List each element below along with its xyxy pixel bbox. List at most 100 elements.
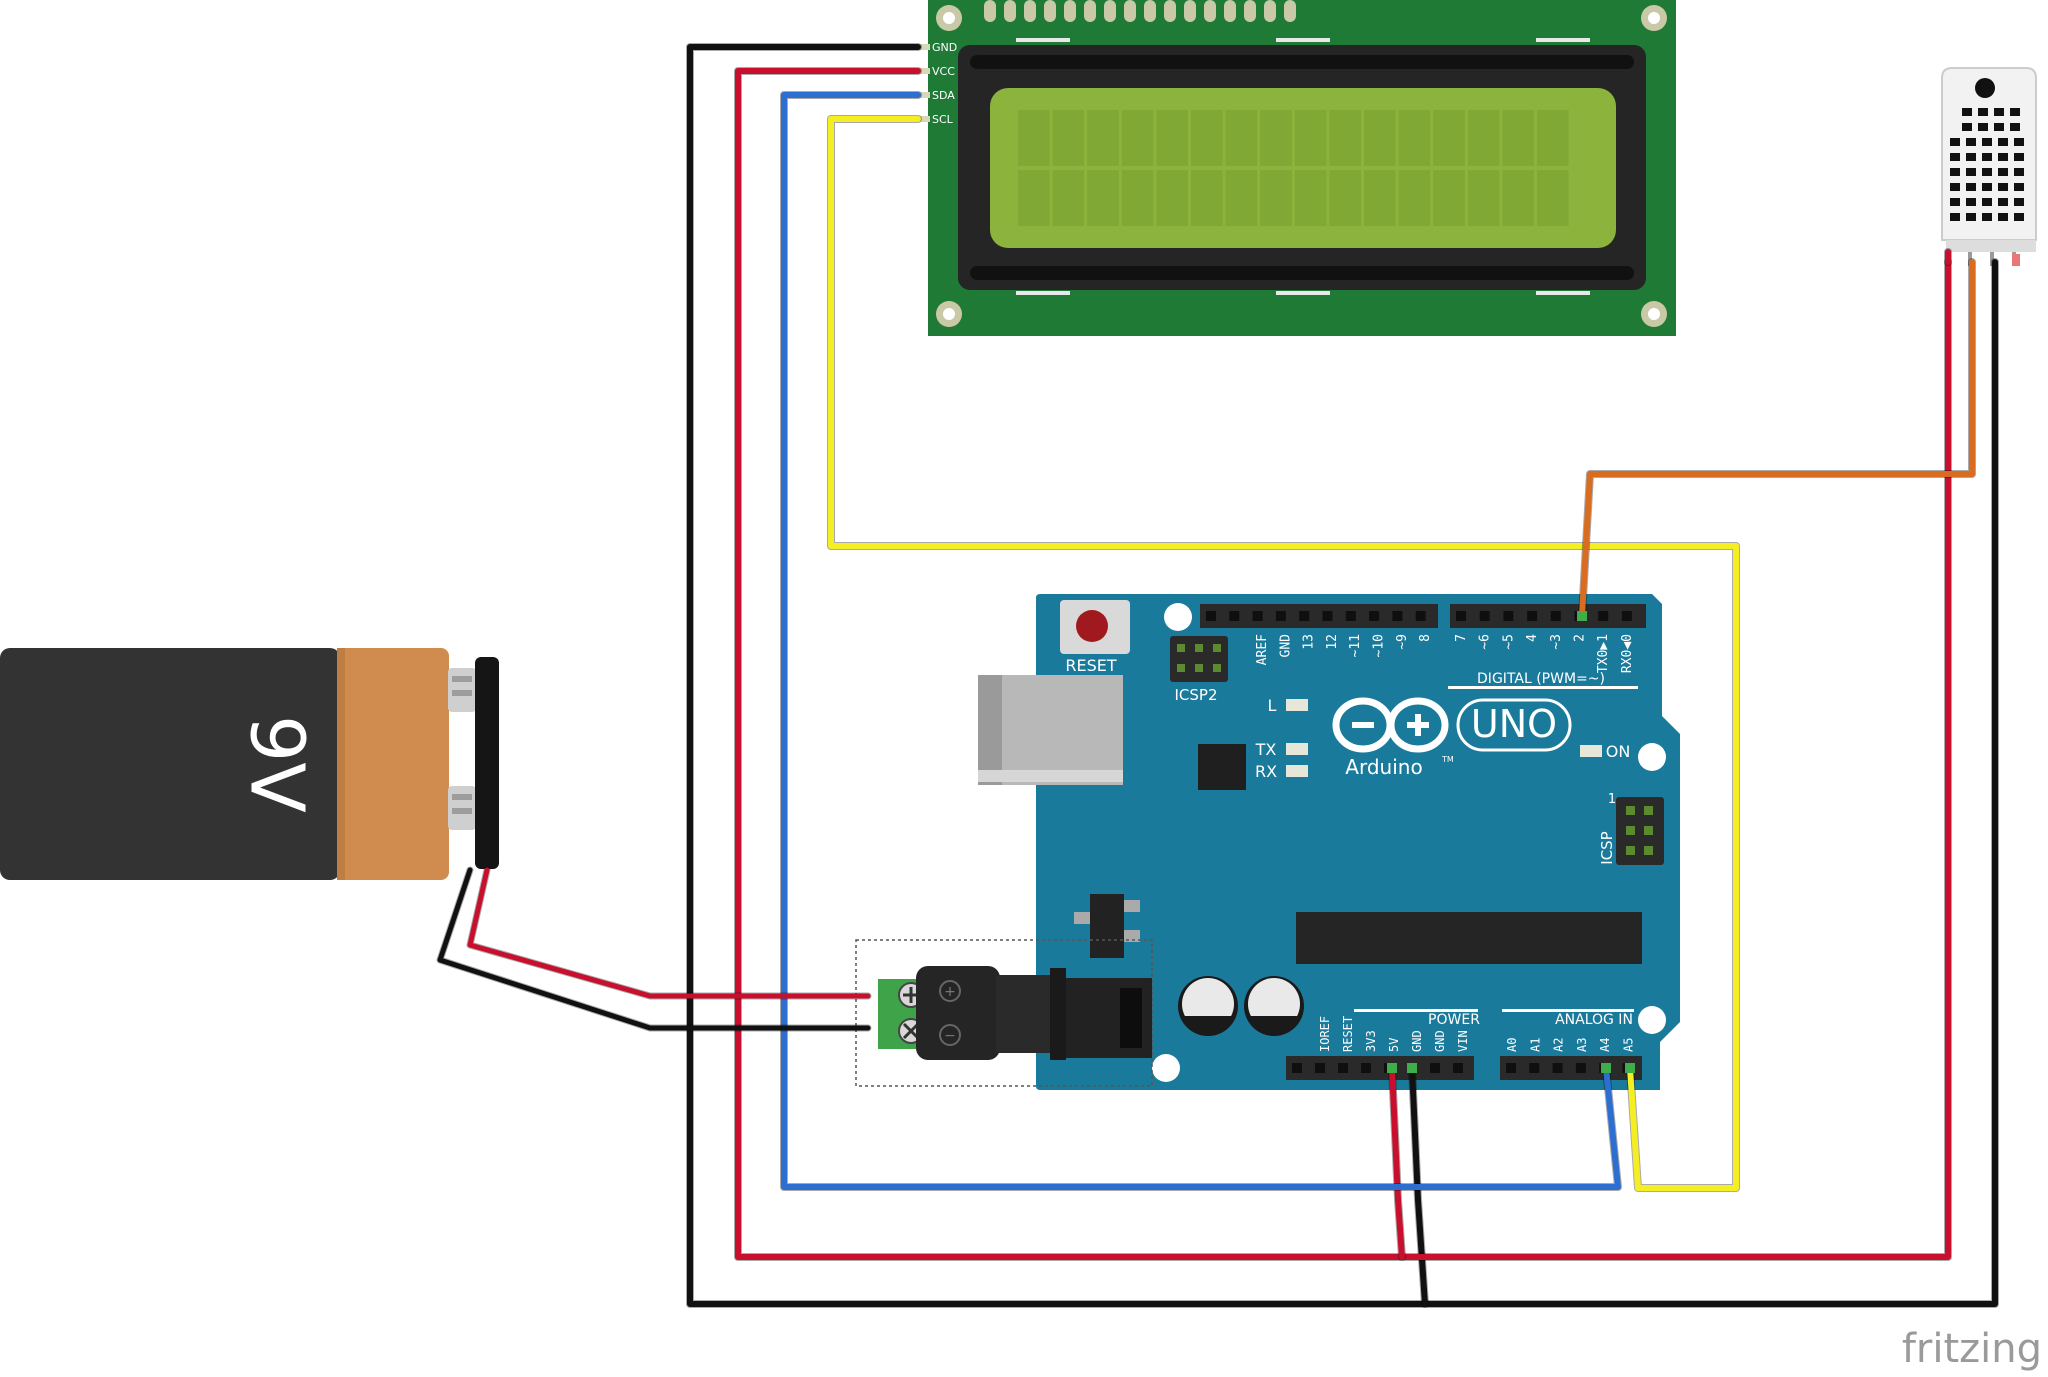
lcd-header-pad bbox=[1264, 0, 1276, 22]
lcd-cell bbox=[1467, 170, 1500, 226]
lcd-cell bbox=[1087, 170, 1119, 226]
lcd-header-pad bbox=[1144, 0, 1156, 22]
digital-pin-label: ~5 bbox=[1501, 634, 1516, 650]
lcd-cell bbox=[1364, 170, 1396, 226]
wire-batt-red bbox=[467, 867, 871, 999]
lcd-cell bbox=[1225, 110, 1258, 166]
wire-batt-black bbox=[437, 867, 871, 1031]
battery-body bbox=[0, 648, 340, 880]
wire-lcd-vcc bbox=[735, 68, 1951, 1260]
lcd-cell bbox=[1121, 170, 1154, 226]
lcd-cell bbox=[1398, 110, 1431, 166]
wire-dht-data bbox=[1579, 259, 1975, 619]
lcd-cell bbox=[1260, 170, 1292, 226]
lcd-cell bbox=[1087, 110, 1119, 166]
power-header bbox=[1286, 1056, 1474, 1080]
digital-pin-label: ~11 bbox=[1348, 634, 1363, 657]
lcd-header-pads bbox=[984, 0, 1296, 22]
lcd-cell bbox=[1537, 110, 1569, 166]
power-pin-label: GND bbox=[1410, 1030, 1424, 1052]
digital-pin-label: ~10 bbox=[1372, 634, 1387, 657]
lcd-cell bbox=[1364, 110, 1396, 166]
lcd-cell bbox=[1294, 170, 1327, 226]
lcd-cell bbox=[1225, 170, 1258, 226]
digital-pin-label: TX0▶1 bbox=[1596, 634, 1611, 673]
power-pin-label: 5V bbox=[1387, 1038, 1401, 1052]
digital-pin-label: RX0◀0 bbox=[1620, 634, 1635, 673]
lcd-cell bbox=[1433, 110, 1465, 166]
lcd-cell bbox=[1329, 170, 1361, 226]
digital-pin-label: GND bbox=[1278, 634, 1293, 658]
lcd-header-pad bbox=[1204, 0, 1216, 22]
jack-housing bbox=[916, 966, 1000, 1060]
fritzing-watermark: fritzing bbox=[1902, 1326, 2042, 1372]
digital-pin-label: ~9 bbox=[1395, 634, 1410, 650]
power-pin-label: VIN bbox=[1456, 1030, 1470, 1052]
digital-pin-label: 2 bbox=[1573, 634, 1588, 642]
led-on-label: ON bbox=[1606, 742, 1631, 761]
lcd-pin-label-scl: SCL bbox=[932, 113, 954, 126]
wire-uno-5v bbox=[1389, 1065, 1405, 1260]
lcd-cell bbox=[1502, 110, 1534, 166]
lcd-header-pad bbox=[1244, 0, 1256, 22]
lcd-header-pad bbox=[1124, 0, 1136, 22]
wire-uno-gnd bbox=[1409, 1065, 1428, 1307]
lcd-cell bbox=[1502, 170, 1534, 226]
tm-mark: TM bbox=[1441, 755, 1454, 764]
microcontroller bbox=[1296, 912, 1642, 964]
reset-label: RESET bbox=[1065, 656, 1116, 675]
analog-header bbox=[1500, 1056, 1642, 1080]
battery-cap bbox=[337, 648, 449, 880]
digital-pin-label: 7 bbox=[1454, 634, 1469, 642]
power-pin-label: RESET bbox=[1341, 1016, 1355, 1052]
jack-minus: − bbox=[944, 1028, 956, 1044]
wire-batt-red-shadow bbox=[466, 866, 872, 1000]
analog-pin-label: A2 bbox=[1552, 1038, 1566, 1052]
lcd-character-grid bbox=[1018, 110, 1569, 226]
lcd-cell bbox=[1537, 170, 1569, 226]
analog-pin-label: A0 bbox=[1505, 1038, 1519, 1052]
wire-scl bbox=[828, 116, 1739, 1191]
lcd-header-pad bbox=[984, 0, 996, 22]
digital-pin-label: 13 bbox=[1302, 634, 1317, 650]
lcd-cell bbox=[1018, 170, 1050, 226]
lcd-pin-label-gnd: GND bbox=[932, 41, 957, 54]
lcd-cell bbox=[1294, 110, 1327, 166]
digital-pin-label: ~3 bbox=[1549, 634, 1564, 650]
dht-hole bbox=[1975, 78, 1995, 98]
lcd-cell bbox=[1156, 170, 1188, 226]
power-label: POWER bbox=[1428, 1012, 1480, 1028]
dht-grille bbox=[1950, 108, 2024, 221]
lcd-header-pad bbox=[1224, 0, 1236, 22]
lcd-cell bbox=[1329, 110, 1361, 166]
lcd-cell bbox=[1156, 110, 1188, 166]
lcd-cell bbox=[1191, 110, 1223, 166]
digital-pin-label: 12 bbox=[1325, 634, 1340, 650]
wire-lcd-gnd bbox=[687, 44, 1998, 1307]
icsp2-label: ICSP2 bbox=[1174, 686, 1217, 704]
lcd-cell bbox=[1191, 170, 1223, 226]
lcd-cell bbox=[1467, 110, 1500, 166]
wires bbox=[436, 43, 1999, 1308]
lcd-header-pad bbox=[1024, 0, 1036, 22]
icsp-pin1-label: 1 bbox=[1608, 792, 1616, 807]
icsp-header bbox=[1616, 797, 1664, 865]
digital-pin-label: ~6 bbox=[1478, 634, 1493, 650]
digital-pin-label: 8 bbox=[1418, 634, 1433, 642]
led-tx-label: TX bbox=[1255, 740, 1277, 759]
digital-label: DIGITAL (PWM=~) bbox=[1477, 671, 1605, 687]
analog-pin-label: A5 bbox=[1622, 1038, 1636, 1052]
power-pin-label: GND bbox=[1433, 1030, 1447, 1052]
battery-label: 9V bbox=[233, 715, 319, 813]
digital-pin-label: AREF bbox=[1255, 634, 1270, 665]
led-l-label: L bbox=[1268, 696, 1277, 715]
arduino-brand: Arduino bbox=[1345, 755, 1422, 779]
analog-pin-label: A4 bbox=[1598, 1038, 1612, 1052]
led-rx-label: RX bbox=[1255, 762, 1277, 781]
lcd-header-pad bbox=[1084, 0, 1096, 22]
analog-label: ANALOG IN bbox=[1555, 1012, 1633, 1028]
lcd-header-pad bbox=[1184, 0, 1196, 22]
